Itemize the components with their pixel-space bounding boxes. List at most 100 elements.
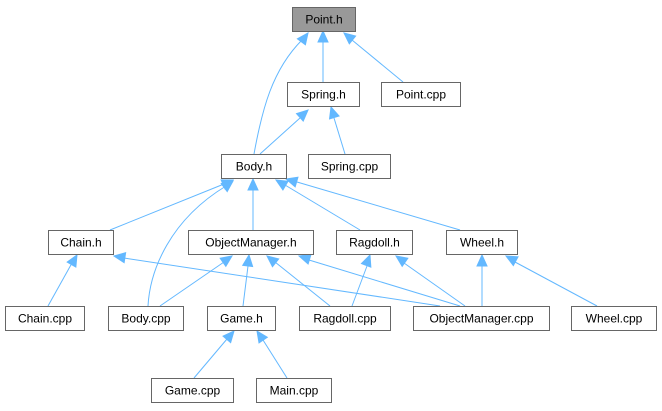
node-box[interactable]: [308, 154, 391, 179]
node-label: Spring.h: [301, 88, 346, 102]
arrowhead: [222, 330, 235, 344]
edge-line: [514, 261, 598, 307]
arrowhead: [360, 253, 372, 268]
node-point-cpp[interactable]: Point.cpp: [381, 82, 461, 107]
node-box[interactable]: [151, 378, 234, 403]
node-box[interactable]: [256, 378, 332, 403]
arrowhead: [247, 177, 259, 191]
edge-objectmanager_cpp-to-ragdoll_h: [395, 255, 466, 307]
edge-line: [109, 183, 225, 231]
node-box[interactable]: [287, 82, 360, 107]
node-box[interactable]: [5, 306, 85, 331]
arrowhead: [256, 329, 269, 344]
node-label: Chain.cpp: [18, 312, 72, 326]
node-spring-cpp[interactable]: Spring.cpp: [308, 154, 391, 179]
arrowhead: [296, 32, 309, 46]
arrowhead: [112, 252, 127, 264]
node-wheel-cpp[interactable]: Wheel.cpp: [571, 306, 657, 331]
edge-point_cpp-to-point_h: [343, 32, 404, 83]
edge-main_cpp-to-game_h: [256, 329, 288, 379]
arrowhead: [476, 253, 488, 267]
edge-chain_cpp-to-chain_h: [47, 253, 78, 307]
node-chain-h[interactable]: Chain.h: [48, 230, 114, 255]
node-label: Game.cpp: [165, 384, 221, 398]
node-box[interactable]: [571, 306, 657, 331]
arrowhead: [284, 176, 299, 188]
arrowhead: [343, 32, 357, 45]
node-label: Wheel.cpp: [586, 312, 643, 326]
node-box[interactable]: [221, 154, 287, 179]
node-spring-h[interactable]: Spring.h: [287, 82, 360, 107]
edge-ragdoll_cpp-to-ragdoll_h: [351, 253, 372, 307]
node-label: Game.h: [220, 312, 263, 326]
node-game-h[interactable]: Game.h: [207, 306, 276, 331]
edge-line: [193, 338, 228, 379]
arrowhead: [66, 253, 78, 268]
arrowhead: [317, 29, 329, 43]
arrowhead: [295, 109, 309, 122]
node-main-cpp[interactable]: Main.cpp: [256, 378, 332, 403]
edge-line: [296, 181, 461, 231]
node-box[interactable]: [413, 306, 550, 331]
edge-line: [242, 265, 249, 307]
edge-objectmanager_cpp-to-chain_h: [112, 252, 441, 307]
edge-line: [159, 261, 225, 307]
node-game-cpp[interactable]: Game.cpp: [151, 378, 234, 403]
node-ragdoll-h[interactable]: Ragdoll.h: [336, 230, 413, 255]
edge-spring_cpp-to-spring_h: [328, 105, 346, 155]
graph-edges: [47, 29, 598, 379]
arrowhead: [219, 255, 233, 268]
node-label: Chain.h: [60, 236, 101, 250]
edge-line: [47, 262, 73, 307]
edge-line: [284, 184, 361, 231]
node-body-cpp[interactable]: Body.cpp: [108, 306, 184, 331]
edge-ragdoll_h-to-body_h: [274, 179, 361, 231]
arrowhead: [220, 180, 234, 193]
edge-ragdoll_cpp-to-objectmanager_h: [266, 255, 331, 307]
edge-line: [351, 39, 404, 83]
node-body-h[interactable]: Body.h: [221, 154, 287, 179]
edge-line: [351, 265, 368, 307]
node-label: ObjectManager.h: [205, 236, 296, 250]
node-objectmanager-cpp[interactable]: ObjectManager.cpp: [413, 306, 550, 331]
node-point-h[interactable]: Point.h: [292, 7, 356, 32]
node-box[interactable]: [108, 306, 184, 331]
node-box[interactable]: [48, 230, 114, 255]
node-box[interactable]: [188, 230, 314, 255]
edge-line: [123, 257, 441, 307]
node-box[interactable]: [207, 306, 276, 331]
edge-line: [274, 261, 331, 307]
arrowhead: [241, 253, 254, 268]
arrowhead: [297, 253, 312, 265]
edge-body_cpp-to-objectmanager_h: [159, 255, 233, 307]
node-label: Ragdoll.h: [349, 236, 400, 250]
edge-game_cpp-to-game_h: [193, 330, 235, 379]
arrowhead: [504, 255, 519, 267]
node-box[interactable]: [336, 230, 413, 255]
edge-wheel_cpp-to-wheel_h: [504, 255, 598, 307]
node-box[interactable]: [381, 82, 461, 107]
arrowhead: [328, 105, 340, 120]
edge-line: [308, 259, 461, 307]
node-label: Body.cpp: [121, 312, 170, 326]
edge-line: [259, 117, 301, 155]
node-label: Body.h: [236, 160, 272, 174]
edge-line: [147, 185, 227, 307]
edge-body_h-to-point_h: [253, 32, 309, 155]
node-ragdoll-cpp[interactable]: Ragdoll.cpp: [299, 306, 391, 331]
node-box[interactable]: [292, 7, 356, 32]
node-box[interactable]: [446, 230, 518, 255]
node-objectmanager-h[interactable]: ObjectManager.h: [188, 230, 314, 255]
node-box[interactable]: [299, 306, 391, 331]
edge-spring_h-to-point_h: [317, 29, 329, 82]
edge-line: [253, 39, 303, 155]
edge-wheel_h-to-body_h: [284, 176, 461, 231]
node-label: Main.cpp: [270, 384, 319, 398]
node-chain-cpp[interactable]: Chain.cpp: [5, 306, 85, 331]
edge-chain_h-to-body_h: [109, 179, 235, 231]
node-wheel-h[interactable]: Wheel.h: [446, 230, 518, 255]
edge-line: [403, 262, 466, 307]
edge-objectmanager_cpp-to-wheel_h: [476, 253, 488, 306]
